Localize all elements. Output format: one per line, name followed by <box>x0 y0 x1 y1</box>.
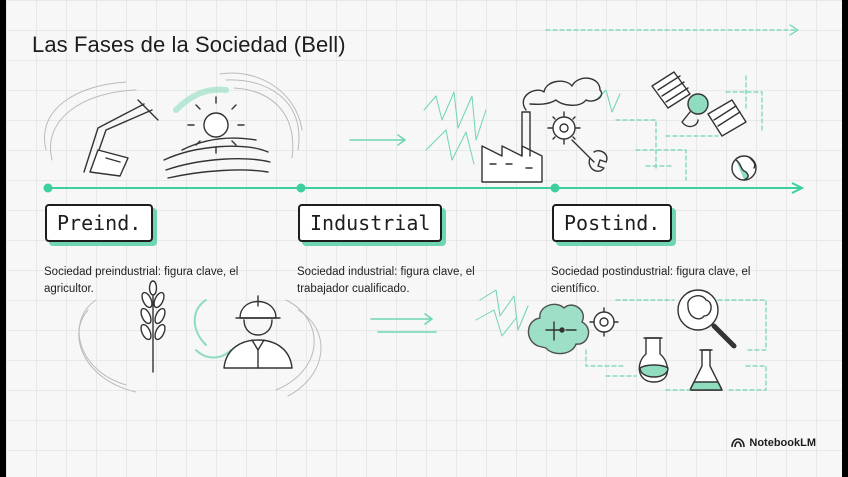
magnifier-icon <box>677 289 737 349</box>
phase-description-preindustrial: Sociedad preindustrial: figura clave, el… <box>44 266 239 295</box>
notebooklm-brand: NotebookLM <box>731 437 816 449</box>
flask-icon-2 <box>689 349 723 391</box>
sun-icon <box>187 96 245 154</box>
flask-icon <box>638 337 669 383</box>
spark-lines <box>423 89 621 337</box>
notebooklm-logo-icon <box>731 438 746 448</box>
slide-title: Las Fases de la Sociedad (Bell) <box>32 32 346 57</box>
phase-label-industrial: Industrial <box>298 204 443 242</box>
wheat-icon <box>140 280 166 373</box>
circuit-lines-bottom <box>585 299 767 391</box>
sketch-swirl-top <box>44 72 303 161</box>
phase-description-postindustrial: Sociedad postindustrial: figura clave, e… <box>551 266 751 295</box>
circuit-lines-top <box>545 24 799 181</box>
phase-label-preindustrial: Preind. <box>45 204 154 242</box>
satellite-icon <box>651 71 747 137</box>
worker-icon <box>223 295 293 369</box>
wrench-icon <box>571 139 608 172</box>
timeline-node-postindustrial <box>550 183 560 193</box>
timeline <box>43 182 805 194</box>
gear-icon <box>547 111 581 145</box>
illustrations <box>44 24 799 397</box>
flow-arrows <box>349 134 437 333</box>
gear-icon-small <box>589 307 619 337</box>
brain-circuit-icon <box>527 303 590 355</box>
field-icon <box>163 137 271 179</box>
phase-description-industrial: Sociedad industrial: figura clave, el tr… <box>297 266 475 295</box>
phase-label-postindustrial: Postind. <box>552 204 673 242</box>
plow-icon <box>83 99 159 177</box>
slide: Las Fases de la Sociedad (Bell) Preind. … <box>6 0 842 477</box>
timeline-node-preindustrial <box>43 183 53 193</box>
factory-icon <box>481 77 603 183</box>
globe-icon <box>731 155 757 181</box>
brand-name: NotebookLM <box>749 437 816 449</box>
timeline-node-industrial <box>296 183 306 193</box>
sketch-swirl-bottom <box>78 299 322 397</box>
